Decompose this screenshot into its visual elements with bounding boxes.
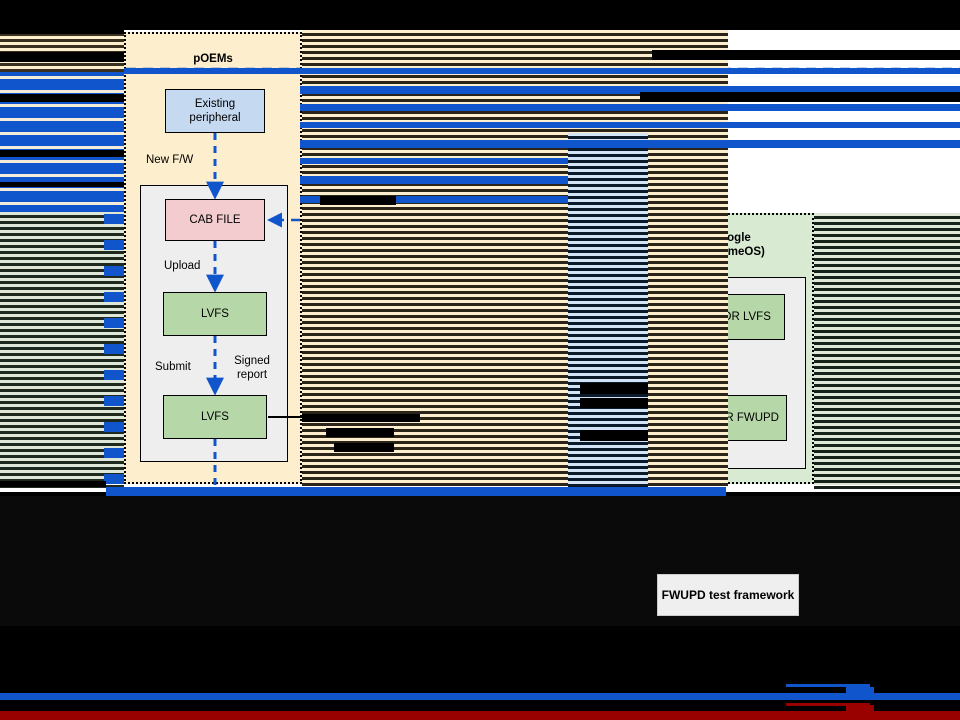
- edge-label-signed-report-line1: Signed: [234, 355, 270, 367]
- edge-label-signed-report: Signed report: [224, 354, 280, 382]
- legend-stroke-red-a: [786, 703, 870, 706]
- node-cab-file[interactable]: CAB FILE: [165, 199, 265, 241]
- edge-label-signed-report-line2: report: [236, 369, 268, 381]
- legend-stroke-blue-a: [786, 684, 870, 687]
- edge-label-upload: Upload: [164, 260, 201, 272]
- legend-stroke-red-c: [0, 711, 960, 720]
- artifact-black-bar-under-diagram: [0, 481, 106, 487]
- node-fwupd-label: FWUPD: [458, 411, 502, 423]
- node-mirror-fwupd-label: MIRROR FWUPD: [687, 412, 779, 424]
- node-plugin[interactable]: PLUGIN: [427, 293, 533, 340]
- edge-label-submit-changes-line1: Submit: [424, 355, 460, 367]
- node-mirror-fwupd[interactable]: MIRROR FWUPD: [679, 395, 787, 441]
- swimlane-plugin-title-line2: Chipset Vendors: [436, 168, 528, 180]
- node-new-peripheral[interactable]: New Peripheral: [430, 204, 532, 236]
- edge-label-submit: Submit: [155, 361, 191, 373]
- node-lvfs-submit-label: LVFS: [201, 411, 229, 423]
- node-cab-file-label: CAB FILE: [189, 214, 241, 226]
- node-existing-peripheral[interactable]: Existing peripheral: [165, 89, 265, 133]
- edge-label-submit-changes: Submit Changes: [424, 354, 478, 382]
- edge-label-fwupd-code-change-line1: fwupd: [445, 243, 471, 254]
- node-mirror-lvfs[interactable]: MIRROR LVFS: [679, 294, 785, 340]
- swimlane-poems-title: pOEMs: [193, 53, 233, 65]
- swimlane-google-title-line2: (ChromeOS): [697, 246, 765, 258]
- node-mirror-lvfs-label: MIRROR LVFS: [693, 311, 771, 323]
- edge-label-new-fw: New F/W: [146, 154, 194, 166]
- edge-label-fwupd-code-change: fwupd code change: [427, 243, 489, 265]
- node-plugin-label: PLUGIN: [458, 310, 502, 323]
- node-lvfs-upload[interactable]: LVFS: [163, 292, 267, 336]
- node-fwupd-test-framework-label: FWUPD test framework: [661, 588, 795, 602]
- node-lvfs-upload-label: LVFS: [201, 308, 229, 320]
- swimlane-plugin-title-line1: Plugin Developers/: [430, 154, 534, 166]
- edge-label-fwupd-code-change-line2: code change: [430, 254, 486, 265]
- node-fwupd[interactable]: FWUPD: [427, 395, 533, 439]
- node-fwupd-test-framework[interactable]: FWUPD test framework: [657, 574, 799, 616]
- node-new-peripheral-label: New Peripheral: [441, 214, 521, 226]
- swimlane-google-title-line1: Google: [711, 232, 751, 244]
- legend-stroke-blue-c: [0, 693, 960, 700]
- node-lvfs-submit[interactable]: LVFS: [163, 395, 267, 439]
- edge-label-submit-changes-line2: Changes: [424, 369, 471, 381]
- artifact-blue-bar-under-diagram: [106, 487, 726, 496]
- node-existing-peripheral-line1: Existing: [194, 98, 236, 110]
- node-existing-peripheral-line2: peripheral: [189, 112, 241, 124]
